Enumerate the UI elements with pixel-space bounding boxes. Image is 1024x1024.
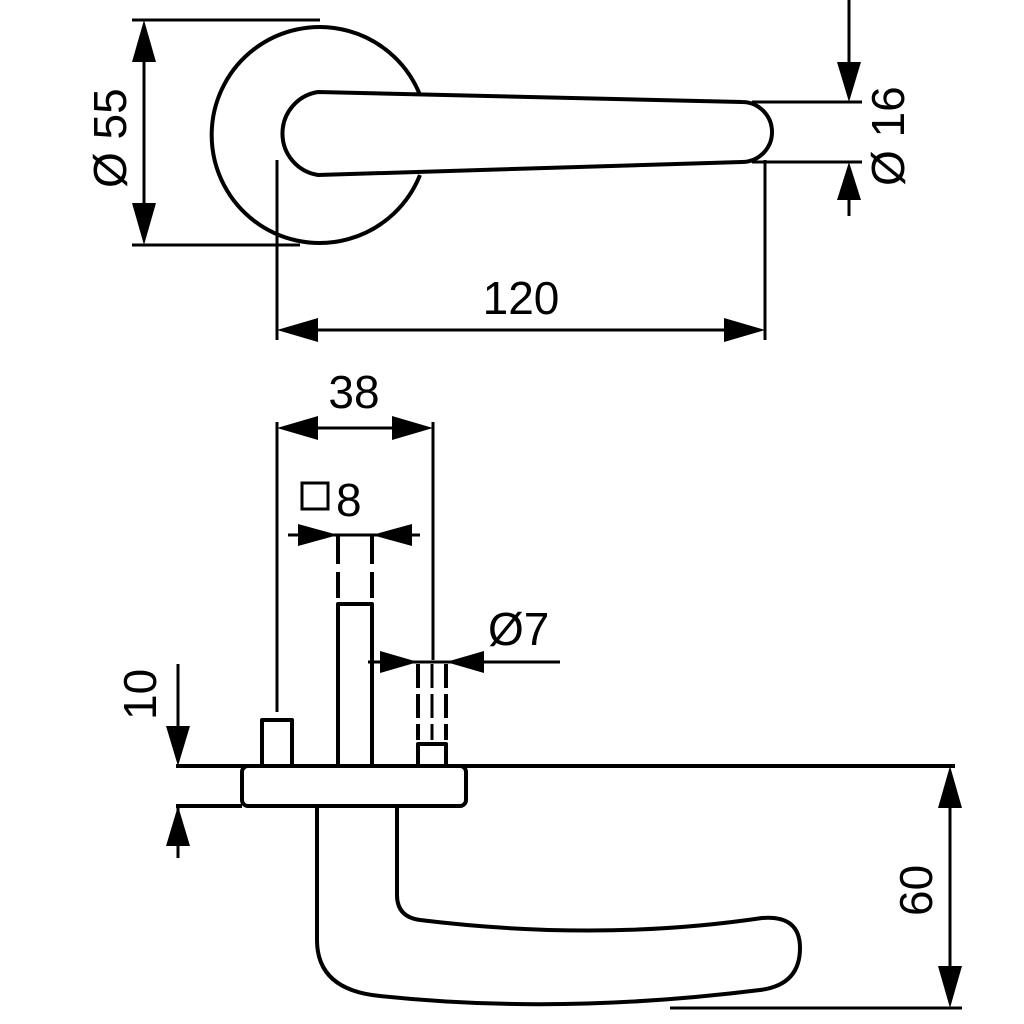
arrow-head — [446, 651, 484, 673]
fixing-stud-left — [260, 718, 294, 768]
rosette-base — [240, 764, 468, 808]
arrow-head — [166, 806, 190, 846]
square-symbol — [300, 481, 330, 511]
side-view: 38 8 Ø7 10 60 — [114, 366, 962, 1010]
arrow-head — [277, 416, 318, 440]
spindle-spacing-label: 38 — [328, 366, 379, 418]
lever-length-label: 120 — [483, 272, 560, 324]
fixing-pin-right — [416, 742, 448, 768]
square-spindle-label: 8 — [336, 474, 362, 526]
lever-drop-label: 60 — [890, 865, 942, 916]
arrow-head — [277, 318, 318, 342]
arrow-head — [132, 20, 156, 62]
lever-diameter-label: Ø 16 — [862, 86, 914, 186]
arrow-head — [380, 651, 418, 673]
arrow-head — [837, 62, 861, 102]
rosette-diameter-label: Ø 55 — [84, 88, 136, 188]
pin-diameter-label: Ø7 — [488, 603, 549, 655]
lever-profile — [315, 806, 802, 1007]
arrow-head — [724, 318, 765, 342]
arrow-head — [837, 162, 861, 200]
arrow-head — [392, 416, 433, 440]
lever-outline — [280, 90, 774, 177]
top-view: Ø 55 Ø 16 120 — [84, 0, 914, 342]
arrow-head — [372, 524, 412, 546]
square-spindle — [336, 602, 374, 768]
arrow-head — [166, 726, 190, 766]
arrow-head — [938, 766, 962, 808]
arrow-head — [938, 966, 962, 1008]
rosette-outline — [209, 25, 422, 245]
arrow-head — [132, 203, 156, 245]
rosette-height-label: 10 — [114, 669, 166, 720]
arrow-head — [298, 524, 338, 546]
